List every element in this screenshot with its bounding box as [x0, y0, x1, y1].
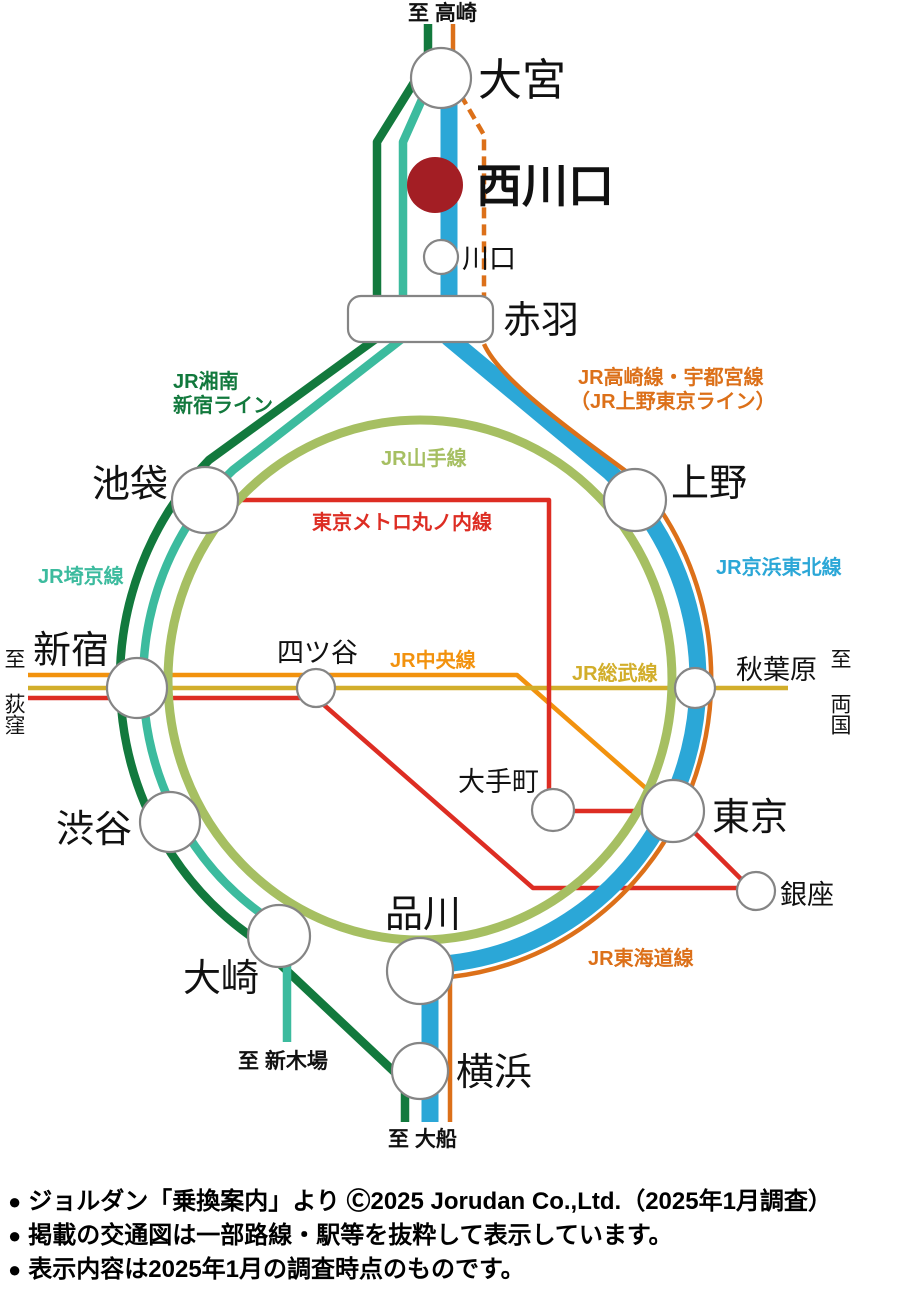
footer-note-credit: ● ジョルダン「乗換案内」より Ⓒ2025 Jorudan Co.,Ltd.（2…: [8, 1188, 894, 1215]
station-marker-yotsuya: [295, 667, 337, 709]
route-map-svg: 大宮 西川口 川口 赤羽 池袋 上野 新宿 四ツ谷 秋葉原 渋谷 大手町 東京 …: [2, 1, 852, 1151]
station-marker-shinagawa: [385, 936, 455, 1006]
station-label-osaki: 大崎: [183, 958, 259, 1000]
station-label-shinjuku: 新宿: [33, 630, 109, 672]
station-label-yotsuya: 四ツ谷: [277, 638, 358, 668]
station-marker-yokohama: [390, 1041, 450, 1101]
chuo-label: JR中央線: [390, 648, 476, 672]
yamanote-label: JR山手線: [381, 446, 467, 470]
endpoint-label-takasaki: 至 高崎: [408, 1, 477, 25]
marunouchi-label: 東京メトロ丸ノ内線: [312, 510, 492, 534]
station-label-shinagawa: 品川: [385, 894, 461, 936]
station-label-nishi-kawaguchi: 西川口: [476, 161, 614, 212]
sobu-label: JR総武線: [572, 661, 658, 685]
station-marker-kawaguchi: [422, 238, 460, 276]
keihin-tohoku-label: JR京浜東北線: [716, 555, 842, 579]
marunouchi-line-path: [28, 497, 753, 891]
endpoint-label-ryogoku: 至 両国: [828, 648, 852, 735]
bullet-icon: ●: [8, 1223, 22, 1248]
station-marker-ikebukuro: [170, 465, 240, 535]
footer-notes: ● ジョルダン「乗換案内」より Ⓒ2025 Jorudan Co.,Ltd.（2…: [8, 1188, 894, 1290]
chuo-line-path: [28, 672, 675, 814]
footer-note-text: 表示内容は2025年1月の調査時点のものです。: [28, 1256, 525, 1283]
station-label-otemachi: 大手町: [458, 767, 539, 797]
shonan-shinjuku-label-line2: 新宿ライン: [173, 393, 273, 417]
station-label-ueno: 上野: [671, 463, 747, 505]
station-label-akabane: 赤羽: [503, 300, 579, 342]
bullet-icon: ●: [8, 1189, 22, 1214]
station-marker-ginza: [735, 870, 777, 912]
station-marker-akabane: [346, 294, 495, 344]
station-marker-shibuya: [138, 790, 202, 854]
station-marker-tokyo: [640, 778, 706, 844]
saikyo-label: JR埼京線: [38, 564, 124, 588]
tokaido-label: JR東海道線: [588, 946, 694, 970]
bullet-icon: ●: [8, 1257, 22, 1282]
station-label-ikebukuro: 池袋: [92, 464, 168, 506]
footer-note-date: ● 表示内容は2025年1月の調査時点のものです。: [8, 1256, 894, 1283]
station-marker-osaki: [246, 903, 312, 969]
endpoint-label-shin-kiba: 至 新木場: [238, 1049, 328, 1073]
endpoint-label-ogikubo: 至 荻窪: [2, 648, 26, 735]
shonan-shinjuku-label-line1: JR湘南: [173, 369, 239, 393]
station-marker-otemachi: [530, 787, 576, 833]
footer-note-text: ジョルダン「乗換案内」より Ⓒ2025 Jorudan Co.,Ltd.（202…: [28, 1188, 832, 1215]
station-label-tokyo: 東京: [712, 797, 788, 839]
station-label-shibuya: 渋谷: [56, 809, 132, 851]
footer-note-excerpt: ● 掲載の交通図は一部路線・駅等を抜粋して表示しています。: [8, 1222, 894, 1249]
footer-note-text: 掲載の交通図は一部路線・駅等を抜粋して表示しています。: [28, 1222, 673, 1249]
takasaki-utsunomiya-label-line2: （JR上野東京ライン）: [570, 389, 776, 413]
station-marker-omiya: [409, 46, 473, 110]
station-label-akihabara: 秋葉原: [736, 655, 817, 685]
station-label-yokohama: 横浜: [456, 1052, 532, 1094]
station-label-kawaguchi: 川口: [462, 244, 516, 274]
station-marker-akihabara: [673, 666, 717, 710]
endpoint-label-ofuna: 至 大船: [388, 1127, 457, 1151]
takasaki-utsunomiya-label-line1: JR高崎線・宇都宮線: [578, 365, 764, 389]
station-marker-nishi-kawaguchi: [407, 157, 463, 213]
station-marker-ueno: [602, 467, 668, 533]
station-label-omiya: 大宮: [478, 56, 566, 105]
station-label-ginza: 銀座: [780, 880, 834, 910]
station-marker-shinjuku: [105, 656, 169, 720]
